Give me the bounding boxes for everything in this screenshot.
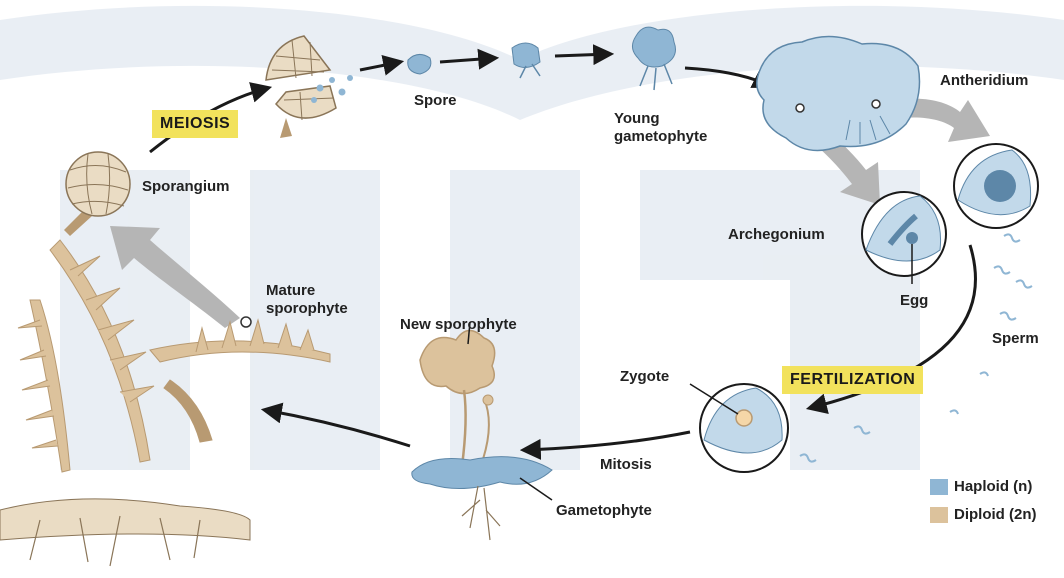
label-egg: Egg	[900, 292, 928, 310]
label-sporangium: Sporangium	[142, 178, 230, 196]
label-new-sporophyte: New sporophyte	[400, 316, 517, 334]
germ-to-young-arrow	[555, 54, 610, 56]
antheridium-magnified	[954, 144, 1038, 228]
legend-diploid: Diploid (2n)	[930, 506, 1037, 524]
label-mature-sporophyte: Mature sporophyte	[266, 282, 348, 318]
legend-haploid: Haploid (n)	[930, 478, 1032, 496]
label-sperm: Sperm	[992, 330, 1039, 348]
label-antheridium: Antheridium	[940, 72, 1028, 90]
label-mature-sporophyte-line1: Mature	[266, 282, 348, 300]
legend-haploid-label: Haploid (n)	[954, 478, 1032, 496]
label-young-gametophyte-line1: Young	[614, 110, 707, 128]
label-young-gametophyte-line2: gametophyte	[614, 128, 707, 146]
mature-gametophyte-illustration	[757, 36, 920, 150]
legend-diploid-swatch	[930, 507, 948, 523]
legend-diploid-label: Diploid (2n)	[954, 506, 1037, 524]
fertilization-callout: FERTILIZATION	[782, 366, 923, 394]
label-mature-sporophyte-line2: sporophyte	[266, 300, 348, 318]
label-mitosis: Mitosis	[600, 456, 652, 474]
meiosis-callout: MEIOSIS	[152, 110, 238, 138]
legend-haploid-swatch	[930, 479, 948, 495]
label-zygote: Zygote	[620, 368, 669, 386]
label-gametophyte: Gametophyte	[556, 502, 652, 520]
label-spore: Spore	[414, 92, 457, 110]
label-archegonium: Archegonium	[728, 226, 825, 244]
label-young-gametophyte: Young gametophyte	[614, 110, 707, 146]
zygote-magnified	[690, 384, 788, 472]
